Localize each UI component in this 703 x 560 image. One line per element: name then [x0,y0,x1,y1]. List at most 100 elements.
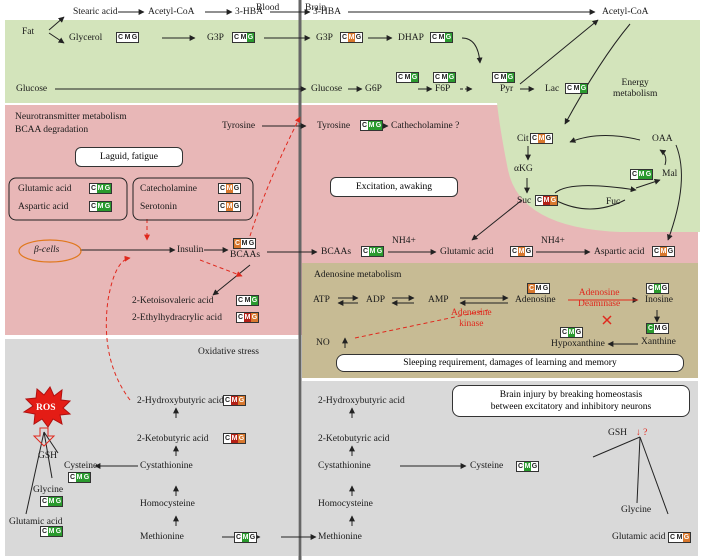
glucose-brain-label: Glucose [311,84,343,94]
badge-cell-g: G [355,33,362,42]
badge-cell-c: C [536,196,543,205]
badge-cell-c: C [219,184,226,193]
ros-down-arrow [32,427,56,447]
adenosine-label: Adenosine [515,295,556,305]
badge-cell-g: G [545,134,552,143]
badge-cell-m: M [369,247,376,256]
homocysteine-brain-label: Homocysteine [318,499,373,509]
cysteine-blood-label: Cysteine [64,461,98,471]
tyrosine-brain-label: Tyrosine [317,121,351,131]
badge-cell-m: M [660,247,667,256]
neuro-title: Neurotransmitter metabolism [15,112,127,122]
badge-cell-g: G [645,170,652,179]
gsh-brain-label: GSH [608,428,628,438]
methionine-brain-label: Methionine [318,532,362,542]
badge-cell-m: M [518,247,525,256]
no-label: NO [316,338,330,348]
aspartic-brain-label: Aspartic acid [594,247,645,257]
serotonin-label: Serotonin [140,202,177,212]
amp-label: AMP [428,295,449,305]
badge-cell-m: M [500,73,507,82]
oxidative-title: Oxidative stress [198,347,259,357]
badge-cell-g: G [249,533,256,542]
cystathionine-brain-label: Cystathionine [318,461,371,471]
badge-cell-g: G [550,196,557,205]
ketobutyric-blood-label: 2-Ketobutyric acid [137,434,209,444]
badge-cell-c: C [511,247,518,256]
badge-cell-g: G [55,527,62,536]
g3p-brain-label: G3P [316,33,333,43]
badge-cell-c: C [235,533,242,542]
badge-cell-m: M [404,73,411,82]
badge-cell-c: C [528,284,535,293]
badge-cell-m: M [654,324,661,333]
badge-cell-g: G [233,202,240,211]
atp-label: ATP [313,295,330,305]
badge-cell-c: C [493,73,500,82]
badge-cell-m: M [226,184,233,193]
badge-cell-m: M [226,202,233,211]
gsh-blood-label: GSH [38,451,58,461]
ethylhydracrylic-label: 2-Ethylhydracrylic acid [132,313,222,323]
badge-cell-m: M [573,84,580,93]
inosine-label: Inosine [645,295,673,305]
stearic-acid-label: Stearic acid [73,7,118,17]
badge-cell-m: M [124,33,131,42]
badge-cell-g: G [104,184,111,193]
badge-cell-m: M [441,73,448,82]
badge-cell-m: M [676,533,683,542]
badge-cell-c: C [566,84,573,93]
badge-cell-m: M [97,202,104,211]
badge-cell-g: G [55,497,62,506]
adp-label: ADP [366,295,386,305]
ros-label: ROS [36,403,56,413]
badge-cell-g: G [667,247,674,256]
ketoisovaleric-label: 2-Ketoisovaleric acid [132,296,214,306]
badge-cell-c: C [669,533,676,542]
akg-label: αKG [514,164,533,174]
languid-box: Laguid, fatigue [75,147,183,167]
beta-cells-ellipse [18,239,82,263]
badge-cell-g: G [507,73,514,82]
badge-cell-g: G [661,324,668,333]
badge-cell-m: M [231,396,238,405]
glutamic-brain2-label: Glutamic acid [612,532,666,542]
methionine-blood-label: Methionine [140,532,184,542]
glycine-brain-label: Glycine [621,505,652,515]
badge-cell-m: M [543,196,550,205]
deaminase-label: Adenosine Deaminase [578,288,621,309]
glycerol-label: Glycerol [69,33,103,43]
badge-cell-c: C [434,73,441,82]
badge-cell-m: M [244,313,251,322]
bcaa-title: BCAA degradation [15,125,89,135]
badge-cell-g: G [233,184,240,193]
energy-metabolism-label: Energy metabolism [613,78,658,99]
g6p-label: G6P [365,84,382,94]
homocysteine-blood-label: Homocysteine [140,499,195,509]
badge-cell-c: C [41,497,48,506]
beta-cells-label: β-cells [34,245,60,255]
ros-star [22,386,72,428]
badge-cell-g: G [247,33,254,42]
badge-cell-c: C [219,202,226,211]
g3p-blood-label: G3P [207,33,224,43]
ketobutyric-brain-label: 2-Ketobutyric acid [318,434,390,444]
